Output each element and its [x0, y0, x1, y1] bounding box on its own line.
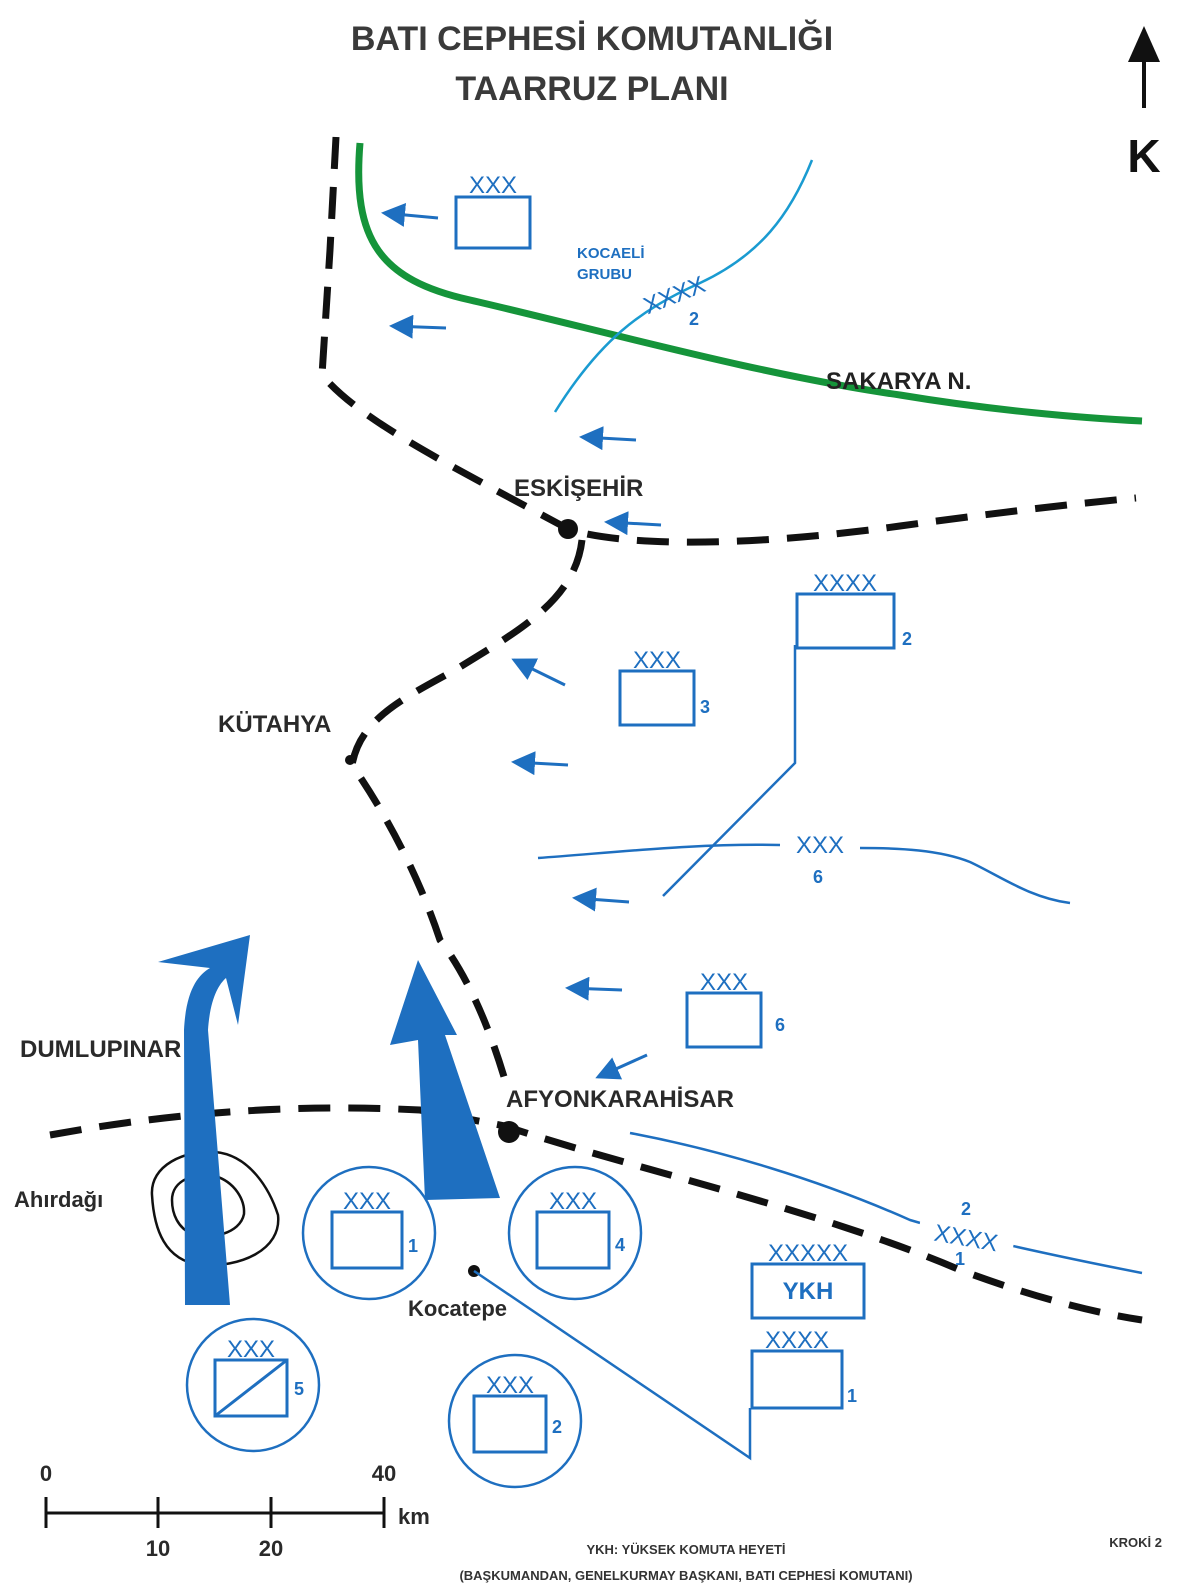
svg-text:XXXX: XXXX [765, 1327, 829, 1354]
north-arrow-icon [1128, 26, 1160, 108]
map-title-line1: BATI CEPHESİ KOMUTANLIĞI [351, 20, 833, 58]
eskisehir-label: ESKİŞEHİR [514, 475, 643, 502]
command-lines [473, 645, 797, 1461]
svg-text:XXX: XXX [549, 1188, 597, 1215]
scale-tick-label: 20 [259, 1536, 283, 1561]
svg-text:XXX: XXX [343, 1188, 391, 1215]
svg-text:XXXXX: XXXXX [768, 1240, 848, 1267]
footnote-line1: YKH: YÜKSEK KOMUTA HEYETİ [586, 1542, 785, 1557]
own-corps-1: XXX 1 [301, 1165, 437, 1301]
svg-text:2: 2 [902, 629, 912, 649]
svg-text:XXX: XXX [486, 1372, 534, 1399]
kocatepe-label: Kocatepe [408, 1296, 507, 1321]
army-boundary-marker: XXXX [916, 1213, 1017, 1259]
map-title-line2: TAARRUZ PLANI [455, 70, 728, 108]
army-boundary [629, 1131, 1143, 1275]
attack-arrow-center [390, 960, 500, 1200]
kocaeli-boundary-number: 2 [689, 309, 699, 329]
ahirdagi-label: Ahırdağı [14, 1187, 103, 1212]
svg-text:6: 6 [775, 1015, 785, 1035]
corps6-boundary-marker: XXX [796, 832, 844, 859]
kutahya-dot [345, 755, 355, 765]
movement-arrows [381, 202, 662, 1080]
own-corps-5: XXX 5 [185, 1317, 321, 1453]
scale-bar [44, 1497, 386, 1528]
svg-text:2: 2 [552, 1417, 562, 1437]
scale-tick-label: 10 [146, 1536, 170, 1561]
scale-tick-label: 0 [40, 1461, 52, 1486]
own-corps-2: XXX 2 [447, 1353, 583, 1489]
svg-text:XXX: XXX [633, 647, 681, 674]
svg-text:XXX: XXX [469, 172, 517, 199]
kocaeli-boundary [553, 159, 814, 413]
svg-text:4: 4 [615, 1235, 625, 1255]
svg-text:XXXX: XXXX [932, 1220, 1000, 1258]
eskisehir-dot [558, 519, 578, 539]
kocaeli-label-1: KOCAELİ [577, 245, 645, 262]
dumlupinar-label: DUMLUPINAR [20, 1036, 181, 1063]
ykh-headquarters: XXXXX YKH [750, 1240, 866, 1320]
svg-text:XXX: XXX [227, 1336, 275, 1363]
sakarya-label: SAKARYA N. [826, 368, 971, 395]
svg-text:5: 5 [294, 1379, 304, 1399]
attack-arrow-left [158, 935, 250, 1305]
corps6-boundary-number: 6 [813, 867, 823, 887]
north-label: K [1127, 130, 1160, 182]
svg-text:XXX: XXX [700, 969, 748, 996]
svg-text:XXXX: XXXX [813, 570, 877, 597]
army-boundary-number-bottom: 1 [955, 1249, 965, 1269]
svg-text:YKH: YKH [783, 1278, 834, 1305]
footnote-line2: (BAŞKUMANDAN, GENELKURMAY BAŞKANI, BATI … [459, 1568, 912, 1583]
svg-text:3: 3 [700, 697, 710, 717]
corps6-boundary [537, 843, 1071, 905]
scale-tick-label: 40 [372, 1461, 396, 1486]
afyonkarahisar-label: AFYONKARAHİSAR [506, 1086, 734, 1113]
svg-text:1: 1 [847, 1386, 857, 1406]
kutahya-label: KÜTAHYA [218, 711, 331, 738]
army-boundary-number-top: 2 [961, 1199, 971, 1219]
enemy-corps-3: XXX 3 [618, 647, 710, 727]
kocaeli-label-2: GRUBU [577, 266, 632, 283]
svg-text:1: 1 [408, 1236, 418, 1256]
enemy-corps-6: XXX 6 [685, 969, 785, 1049]
sketch-label: KROKİ 2 [1109, 1535, 1162, 1550]
afyonkarahisar-dot [498, 1121, 520, 1143]
enemy-corps-nw: XXX [454, 172, 532, 250]
enemy-army-2: XXXX 2 [795, 570, 912, 650]
scale-unit: km [398, 1504, 430, 1529]
own-corps-4: XXX 4 [507, 1165, 643, 1301]
sakarya-river [355, 142, 1143, 425]
own-army-1: XXXX 1 [750, 1327, 857, 1410]
